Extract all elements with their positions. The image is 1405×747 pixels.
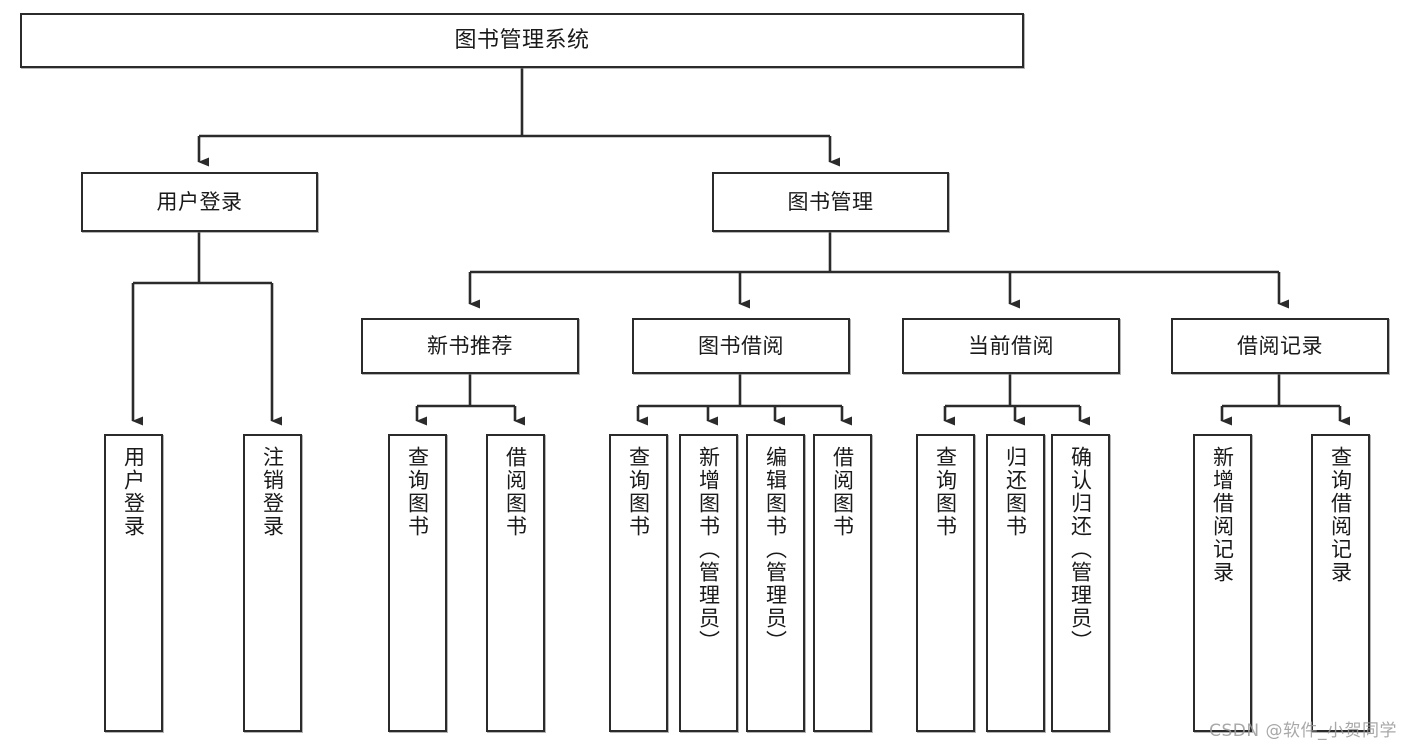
leaf-new-book-borrow[interactable]: 借阅图书 xyxy=(486,434,545,732)
node-label: 查询图书 xyxy=(626,446,651,538)
leaf-new-book-query[interactable]: 查询图书 xyxy=(388,434,447,732)
leaf-book-borrow-lend[interactable]: 借阅图书 xyxy=(813,434,872,732)
leaf-user-login-signin[interactable]: 用户登录 xyxy=(104,434,163,732)
node-label: 查询图书 xyxy=(933,446,958,538)
node-label: 图书管理系统 xyxy=(454,27,590,53)
node-label: 确认归还（管理员） xyxy=(1068,446,1093,653)
node-label: 借阅图书 xyxy=(503,446,528,538)
node-label: 当前借阅 xyxy=(968,333,1054,358)
node-user-login[interactable]: 用户登录 xyxy=(81,172,318,232)
leaf-book-borrow-query[interactable]: 查询图书 xyxy=(609,434,668,732)
node-book-borrow[interactable]: 图书借阅 xyxy=(632,318,850,374)
node-current-borrow[interactable]: 当前借阅 xyxy=(902,318,1120,374)
node-label: 注销登录 xyxy=(260,446,285,538)
node-label: 借阅记录 xyxy=(1237,333,1323,358)
node-label: 借阅图书 xyxy=(830,446,855,538)
node-new-book-recommend[interactable]: 新书推荐 xyxy=(361,318,579,374)
node-label: 用户登录 xyxy=(121,446,146,538)
node-label: 新增图书（管理员） xyxy=(696,446,721,653)
leaf-book-borrow-add[interactable]: 新增图书（管理员） xyxy=(679,434,738,732)
leaf-current-borrow-return[interactable]: 归还图书 xyxy=(986,434,1045,732)
leaf-borrow-record-add[interactable]: 新增借阅记录 xyxy=(1193,434,1252,732)
node-label: 归还图书 xyxy=(1003,446,1028,538)
leaf-user-login-signout[interactable]: 注销登录 xyxy=(243,434,302,732)
leaf-current-borrow-confirm[interactable]: 确认归还（管理员） xyxy=(1051,434,1110,732)
node-root-system[interactable]: 图书管理系统 xyxy=(20,13,1024,68)
node-label: 新书推荐 xyxy=(427,333,513,358)
node-label: 查询图书 xyxy=(405,446,430,538)
node-label: 图书管理 xyxy=(787,189,874,214)
node-label: 查询借阅记录 xyxy=(1328,446,1353,584)
leaf-book-borrow-edit[interactable]: 编辑图书（管理员） xyxy=(746,434,805,732)
leaf-current-borrow-query[interactable]: 查询图书 xyxy=(916,434,975,732)
leaf-borrow-record-query[interactable]: 查询借阅记录 xyxy=(1311,434,1370,732)
node-label: 新增借阅记录 xyxy=(1210,446,1235,584)
node-label: 图书借阅 xyxy=(698,333,784,358)
node-borrow-record[interactable]: 借阅记录 xyxy=(1171,318,1389,374)
node-label: 用户登录 xyxy=(156,189,243,214)
csdn-watermark: CSDN @软件_小贺同学 xyxy=(1209,721,1397,741)
node-label: 编辑图书（管理员） xyxy=(763,446,788,653)
node-book-management[interactable]: 图书管理 xyxy=(712,172,949,232)
